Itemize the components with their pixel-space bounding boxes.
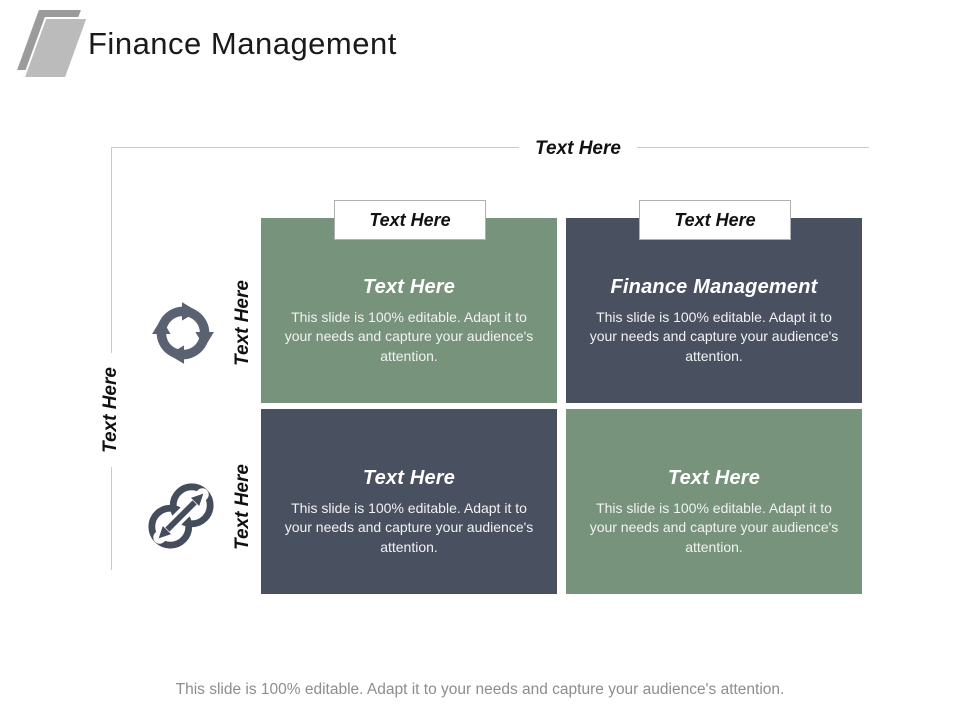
cell-title: Text Here [362,276,456,298]
row-label-2: Text Here [232,464,253,550]
footer-text: This slide is 100% editable. Adapt it to… [175,681,785,698]
x-axis-label: Text Here [519,136,637,162]
row-label-1: Text Here [232,280,253,366]
cell-title: Text Here [667,467,761,489]
quadrant-cell-bottom-right: Text Here This slide is 100% editable. A… [566,409,862,594]
cell-body: This slide is 100% editable. Adapt it to… [284,309,534,364]
column-tab-1: Text Here [334,200,486,240]
quadrant-cell-bottom-left: Text Here This slide is 100% editable. A… [261,409,557,594]
page-title: Finance Management [88,26,397,61]
y-axis-label: Text Here [98,353,124,467]
quadrant-cell-top-left: Text Here This slide is 100% editable. A… [261,218,557,403]
cell-body: This slide is 100% editable. Adapt it to… [589,500,839,555]
quadrant-cell-top-right: Finance Management This slide is 100% ed… [566,218,862,403]
cell-body: This slide is 100% editable. Adapt it to… [284,500,534,555]
cell-body: This slide is 100% editable. Adapt it to… [589,309,839,364]
slide-logo-icon [12,8,88,84]
cell-title: Finance Management [610,276,818,298]
cell-title: Text Here [362,467,456,489]
column-tab-2: Text Here [639,200,791,240]
x-axis-line [111,147,869,148]
cycle-arrows-icon [149,299,217,367]
exchange-circles-icon [146,481,216,551]
